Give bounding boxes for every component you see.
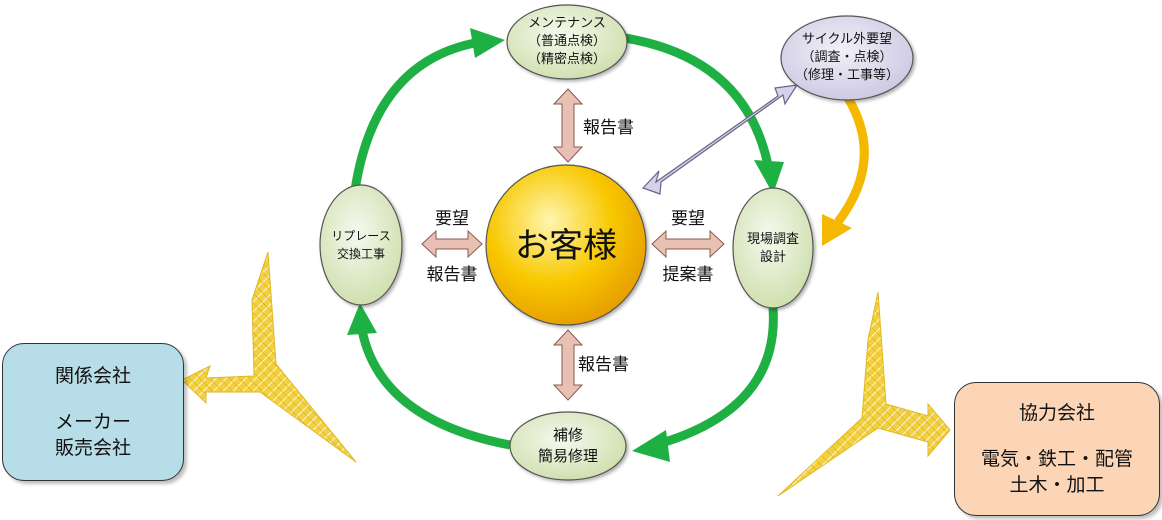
related-title: 関係会社 — [54, 365, 131, 387]
svg-text:リプレース: リプレース — [331, 229, 390, 243]
svg-text:サイクル外要望: サイクル外要望 — [802, 31, 892, 47]
node-repair: 補修 簡易修理 — [509, 411, 627, 481]
right-lightning-arrow — [777, 291, 951, 497]
related-line2: 販売会社 — [54, 437, 131, 459]
partner-line2: 土木・加工 — [1009, 474, 1105, 496]
svg-text:現場調査: 現場調査 — [747, 232, 799, 247]
related-companies-box: 関係会社 メーカー 販売会社 — [2, 343, 184, 481]
label-right-request: 要望 — [671, 209, 705, 229]
cycle-arrow-repair-to-replace — [357, 329, 511, 450]
partner-line1: 電気・鉄工・配管 — [980, 448, 1133, 470]
cycle-arrow-replace-to-maint — [350, 37, 481, 191]
svg-text:（調査・点検）: （調査・点検） — [801, 50, 892, 65]
svg-text:簡易修理: 簡易修理 — [538, 447, 598, 465]
center-label: お客様 — [515, 226, 617, 266]
outside-to-survey-arrow — [822, 95, 869, 246]
cycle-arrowhead-replace — [347, 303, 377, 335]
top-double-arrow — [552, 88, 584, 163]
cycle-arrow-maint-to-survey — [624, 33, 773, 166]
label-left-request: 要望 — [435, 209, 469, 229]
svg-text:（精密点検）: （精密点検） — [528, 51, 606, 67]
svg-text:（普通点検）: （普通点検） — [528, 34, 606, 49]
node-replace: リプレース 交換工事 — [319, 184, 403, 306]
svg-text:設計: 設計 — [760, 249, 786, 265]
cycle-arrowhead-maint — [470, 28, 505, 58]
svg-text:（修理・工事等）: （修理・工事等） — [795, 67, 899, 83]
cycle-arrows — [347, 28, 784, 462]
cycle-arrowhead-survey — [754, 160, 784, 194]
svg-text:メンテナンス: メンテナンス — [528, 16, 606, 31]
cycle-arrowhead-repair — [632, 430, 670, 462]
left-lightning-arrow — [181, 251, 357, 463]
label-left-report: 報告書 — [427, 265, 478, 285]
label-right-proposal: 提案書 — [663, 265, 714, 285]
right-double-arrow — [651, 229, 725, 259]
left-double-arrow — [421, 229, 483, 259]
bottom-double-arrow — [552, 329, 584, 401]
related-line1: メーカー — [54, 411, 131, 433]
partner-companies-box: 協力会社 電気・鉄工・配管 土木・加工 — [954, 382, 1160, 516]
node-survey: 現場調査 設計 — [732, 187, 814, 309]
svg-text:補修: 補修 — [553, 426, 583, 444]
svg-text:交換工事: 交換工事 — [337, 246, 385, 261]
cycle-arrow-survey-to-repair — [653, 307, 778, 450]
partner-title: 協力会社 — [1018, 402, 1095, 424]
node-maintenance: メンテナンス （普通点検） （精密点検） — [506, 4, 628, 80]
node-outside-request: サイクル外要望 （調査・点検） （修理・工事等） — [780, 15, 914, 101]
label-bottom-report: 報告書 — [578, 355, 629, 375]
center-customer: お客様 — [485, 164, 647, 326]
label-top-report: 報告書 — [583, 118, 634, 138]
